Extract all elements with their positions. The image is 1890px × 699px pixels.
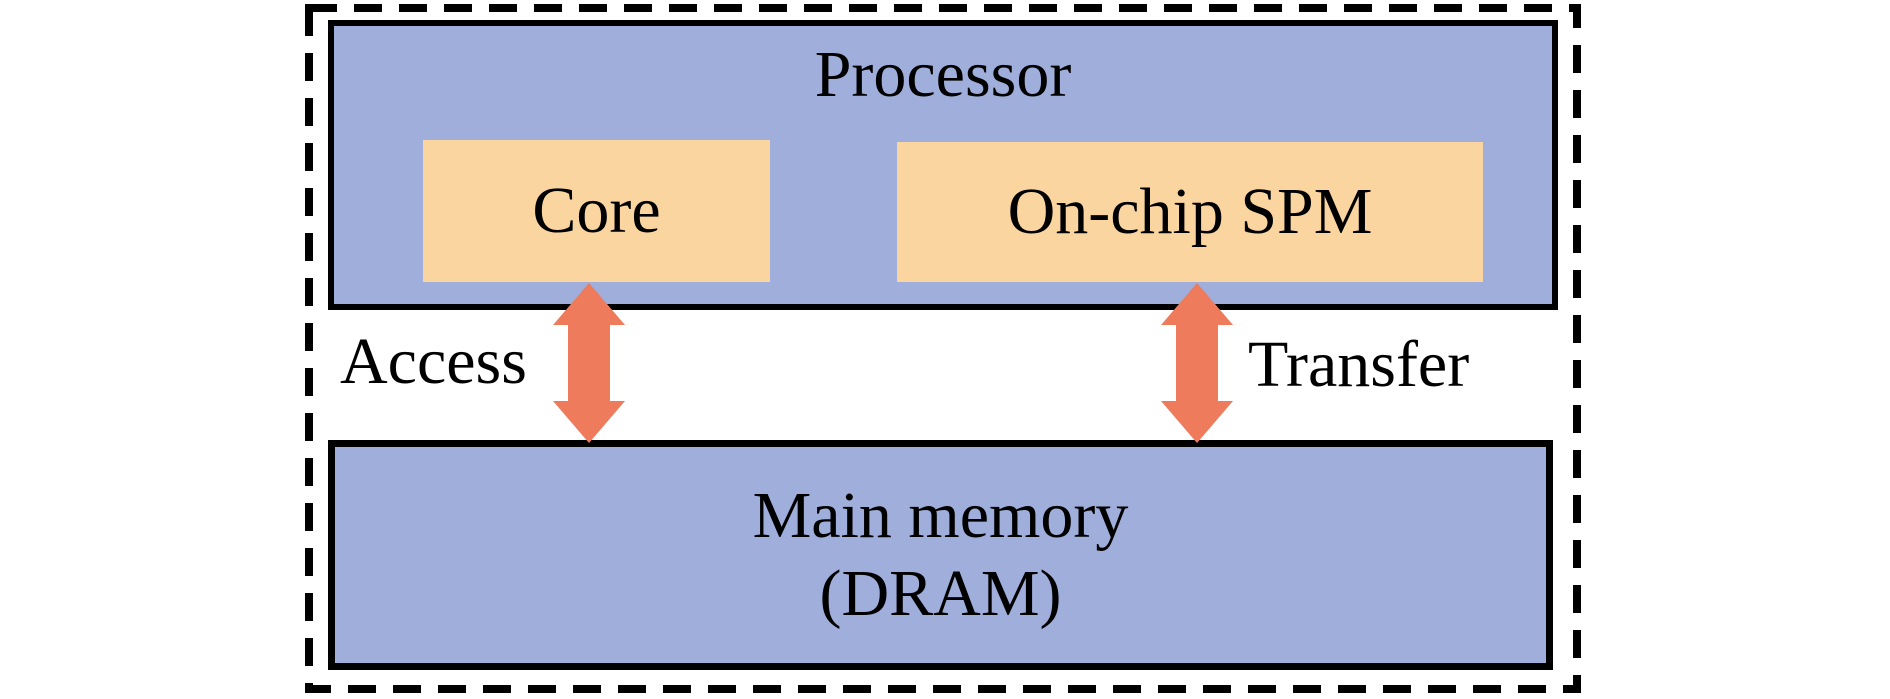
spm-box: On-chip SPM [897, 142, 1483, 282]
core-label: Core [532, 174, 661, 247]
main-memory-box: Main memory (DRAM) [328, 440, 1553, 670]
spm-label: On-chip SPM [1007, 175, 1373, 248]
main-memory-label-line1: Main memory [752, 479, 1129, 553]
processor-label: Processor [814, 38, 1072, 111]
transfer-arrow-label: Transfer [1248, 328, 1470, 401]
core-box: Core [423, 140, 770, 282]
main-memory-label-line2: (DRAM) [819, 557, 1062, 630]
access-arrow-label: Access [340, 325, 527, 398]
